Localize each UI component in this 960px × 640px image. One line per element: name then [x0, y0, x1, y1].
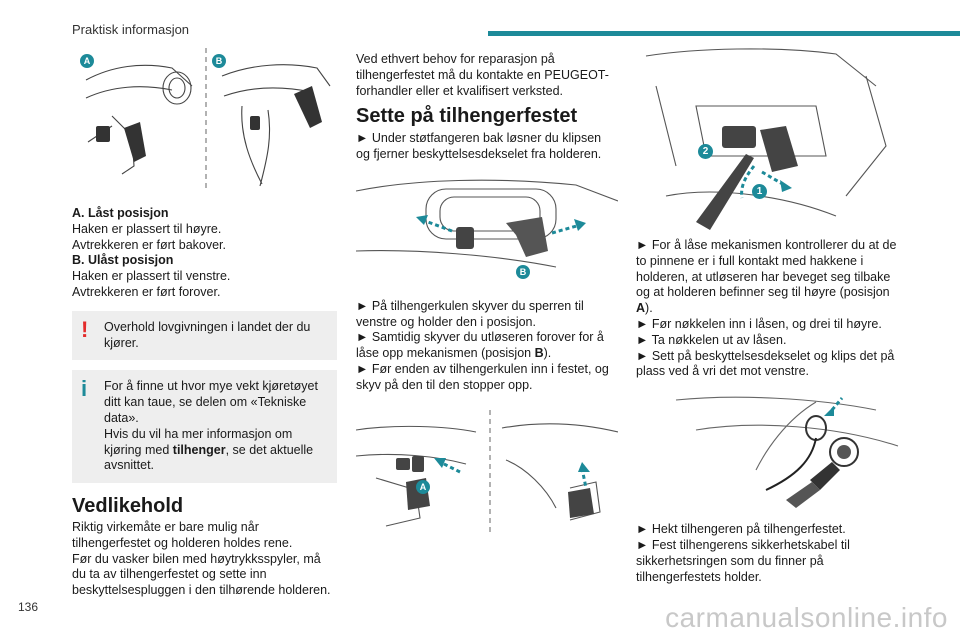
fitting-step-3: ► Samtidig skyver du utløseren forover f…: [356, 330, 604, 361]
figure-tag-a: A: [80, 54, 94, 68]
hitching-step-6: ► Fest tilhengerens sikkerhetskabel til …: [636, 537, 850, 584]
warning-text: Overhold lovgivningen i landet der du kj…: [104, 319, 311, 350]
step-number-1: 1: [752, 184, 767, 199]
section-heading-fitting: Sette på tilhengerfestet: [356, 105, 578, 128]
position-b-title: B. Ulåst posisjon: [72, 253, 174, 268]
ball-insertion-illustration: [355, 409, 619, 534]
locking-step-4: ► Sett på beskyttelsesdekselet og klips …: [636, 348, 895, 379]
cover-removal-illustration: [355, 179, 619, 268]
maintenance-text-2: Før du vasker bilen med høytrykksspyler,…: [72, 551, 331, 598]
warning-box: ! Overhold lovgivningen i landet der du …: [72, 310, 337, 361]
step-number-2: 2: [698, 144, 713, 159]
column-1: A B A. Låst posisjon Haken er plassert t…: [72, 46, 337, 599]
locking-key-illustration: [645, 48, 887, 230]
position-a-title: A. Låst posisjon: [72, 206, 169, 220]
info-icon: i: [81, 376, 88, 402]
warning-icon: !: [81, 316, 89, 342]
info-text-2: Hvis du vil ha mer informasjon om kjørin…: [104, 426, 314, 473]
figure-lock-positions: A B: [72, 46, 337, 194]
position-a-line-2: Avtrekkeren er ført bakover.: [72, 237, 226, 252]
figure-tag-b: B: [212, 54, 226, 68]
figure-tag-a: A: [416, 479, 430, 494]
figure-safety-cable: [636, 390, 906, 517]
fitting-step-4: ► Før enden av tilhengerkulen inn i fest…: [356, 361, 609, 392]
page-number: 136: [18, 600, 39, 614]
maintenance-text-1: Riktig virkemåte er bare mulig når tilhe…: [72, 519, 293, 550]
repair-intro: Ved ethvert behov for reparasjon på tilh…: [356, 52, 609, 98]
header-accent-bar: [488, 31, 960, 36]
position-b-line-1: Haken er plassert til venstre.: [72, 269, 231, 284]
locking-step-1: ► For å låse mekanismen kontrollerer du …: [636, 238, 897, 316]
watermark: carmanualsonline.info: [665, 602, 948, 633]
locking-step-3: ► Ta nøkkelen ut av låsen.: [636, 332, 787, 347]
safety-cable-illustration: [675, 396, 899, 509]
figure-ball-insertion: A: [355, 407, 619, 536]
page-header-title: Praktisk informasjon: [72, 22, 190, 37]
fitting-step-2: ► På tilhengerkulen skyver du sperren ti…: [356, 298, 584, 329]
locking-step-2: ► Før nøkkelen inn i låsen, og drei til …: [636, 316, 882, 331]
figure-cover-removal: B: [355, 170, 619, 289]
column-2: Ved ethvert behov for reparasjon på tilh…: [355, 46, 619, 536]
figure-tag-b: B: [516, 264, 530, 279]
position-b-line-2: Avtrekkeren er ført forover.: [72, 284, 221, 299]
figure-locking-key: 2 1: [636, 46, 906, 232]
section-heading-maintenance: Vedlikehold: [72, 495, 184, 518]
position-a-line-1: Haken er plassert til høyre.: [72, 221, 222, 236]
hitch-lock-illustration: [85, 48, 331, 192]
info-text-1: For å finne ut hvor mye vekt kjøretøyet …: [104, 379, 318, 425]
hitching-step-5: ► Hekt tilhengeren på tilhengerfestet.: [636, 522, 846, 537]
fitting-step-1: ► Under støtfangeren bak løsner du klips…: [356, 131, 602, 161]
info-box: i For å finne ut hvor mye vekt kjøretøye…: [72, 370, 337, 484]
column-3: 2 1 ► For å låse mekanismen kontrollerer…: [636, 46, 906, 585]
